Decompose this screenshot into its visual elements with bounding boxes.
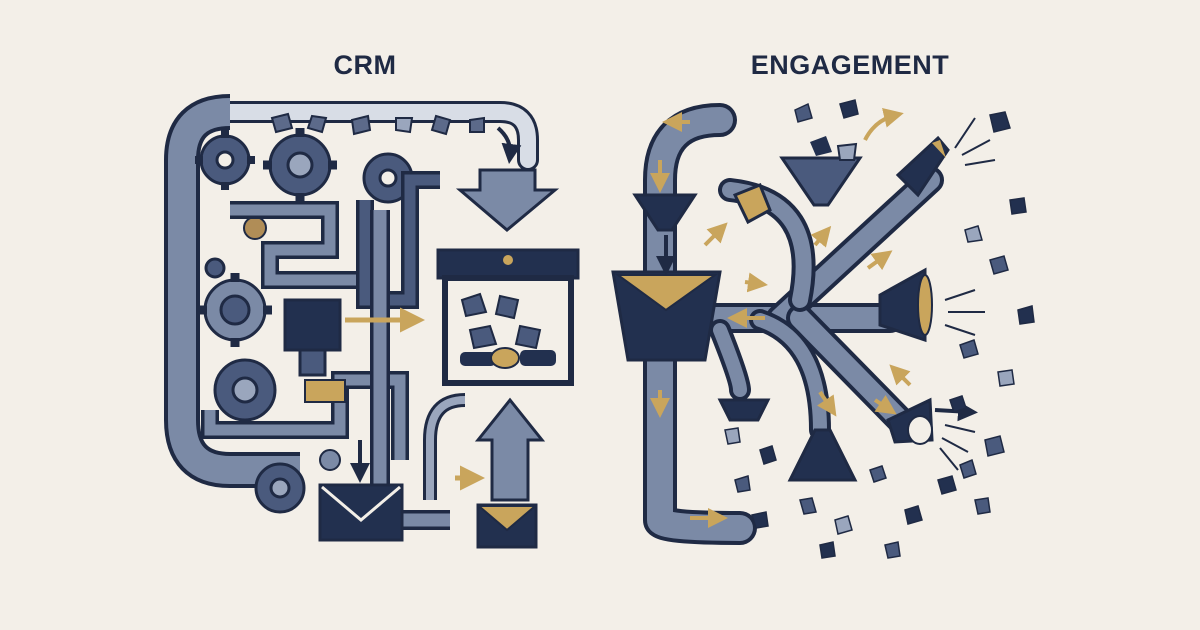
gear-icon xyxy=(263,128,337,202)
funnel-icon xyxy=(779,136,863,207)
gear-icon xyxy=(204,257,226,279)
funnel-icon xyxy=(878,267,933,343)
gear-icon xyxy=(198,273,272,347)
crm-output-bin xyxy=(318,440,404,542)
burst-lines xyxy=(939,117,996,471)
gear-icon xyxy=(195,130,255,190)
scattered-fragments xyxy=(724,99,1035,559)
crm-data-pebbles xyxy=(270,112,485,136)
gear-icon xyxy=(254,462,306,514)
gear-icon xyxy=(213,358,277,422)
gear-icon xyxy=(243,216,267,240)
funnel-icon xyxy=(787,428,858,482)
arrow-up-icon xyxy=(474,397,546,502)
funnel-icon xyxy=(717,398,771,422)
crm-processor-block xyxy=(283,298,342,352)
gear-icon xyxy=(362,152,414,204)
lock-icon xyxy=(732,183,772,225)
crm-output-bin xyxy=(476,503,538,549)
funnel-icon xyxy=(886,397,934,445)
gear-icon xyxy=(319,449,341,471)
engagement-hopper xyxy=(611,193,722,362)
crm-machine xyxy=(164,94,580,549)
crm-panel-title: CRM xyxy=(333,50,397,80)
chevron-down-icon xyxy=(455,168,560,232)
engagement-network xyxy=(611,99,1035,559)
crm-storage-box xyxy=(436,248,580,386)
engagement-panel-title: ENGAGEMENT xyxy=(750,50,950,80)
funnel-icon xyxy=(895,135,950,198)
